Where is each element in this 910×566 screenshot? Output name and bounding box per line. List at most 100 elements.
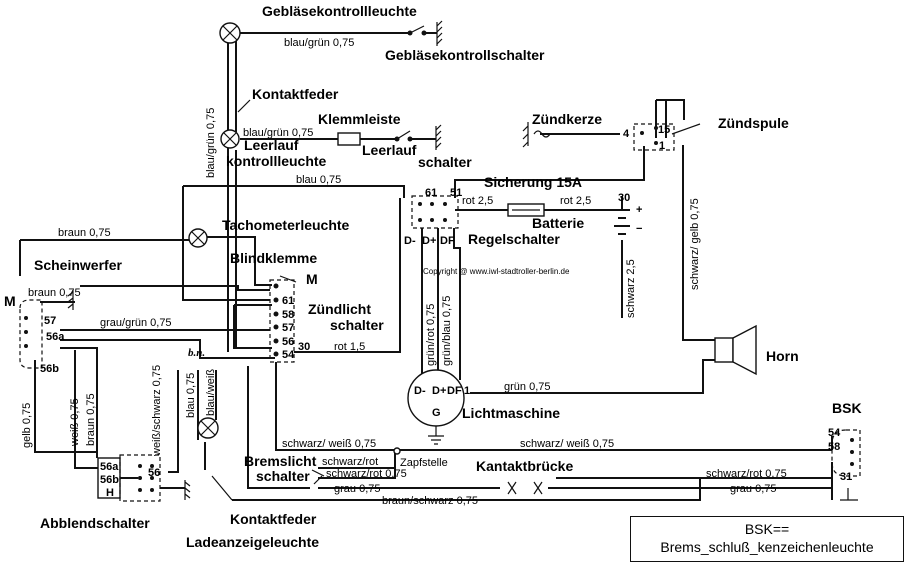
wire-weiss-schwarz: weiß/schwarz 0,75 [151, 365, 163, 457]
wire-gelb-075: gelb 0,75 [21, 403, 33, 448]
label-kontaktbruecke: Kantaktbrücke [476, 458, 573, 474]
leerlauf-lamp-icon [220, 129, 240, 149]
bsk-lamp-icon [831, 429, 861, 501]
wire-gruen-blau: grün/blau 0,75 [441, 296, 453, 366]
lm-pin-1: 1 [464, 385, 470, 397]
label-geblaesekontrollleuchte: Gebläsekontrollleuchte [262, 3, 417, 19]
label-kontaktfeder-top: Kontaktfeder [252, 86, 339, 102]
pin-m-scheinwerfer: M [4, 293, 16, 309]
tachometer-lamp-icon [188, 228, 208, 248]
lm-pin-df: DF [447, 385, 462, 397]
copyright-text: Copyright @ www.iwl-stadtroller-berlin.d… [423, 267, 570, 276]
label-scheinwerfer: Scheinwerfer [34, 257, 122, 273]
pin-bsk-31: 31 [840, 471, 852, 483]
wire-schwarz-gelb: schwarz/ gelb 0,75 [689, 198, 701, 290]
pin-61: 61 [425, 187, 437, 199]
label-zapfstelle: Zapfstelle [400, 457, 448, 469]
pin-bk-56: 56 [282, 336, 294, 348]
label-blindklemme: Blindklemme [230, 250, 317, 266]
battery-plus: + [636, 204, 642, 216]
wire-braun-schwarz: braun/schwarz 0,75 [382, 495, 478, 507]
bremslicht-switch-icon [311, 447, 401, 485]
pin-bsk-58: 58 [828, 441, 840, 453]
label-horn: Horn [766, 348, 799, 364]
wire-blau-weiss: blau/weiß [205, 369, 217, 416]
pin-bk-61: 61 [282, 295, 294, 307]
ladeanzeige-lamp-icon [197, 417, 233, 501]
zuendlichtschalter-icon [269, 275, 297, 363]
battery-icon [614, 209, 630, 235]
pin-df: DF [440, 235, 455, 247]
wire-schwarz-rot-3: schwarz/rot 0,75 [706, 468, 787, 480]
label-ladeanzeigeleuchte: Ladeanzeigeleuchte [186, 534, 319, 550]
label-zuendkerze: Zündkerze [532, 111, 602, 127]
label-lichtmaschine: Lichtmaschine [462, 405, 560, 421]
abblendschalter-icon [97, 454, 191, 502]
wire-blau-gruen-top: blau/grün 0,75 [284, 37, 354, 49]
label-batterie: Batterie [532, 215, 584, 231]
label-tachometerleuchte: Tachometerleuchte [222, 217, 350, 233]
label-zuendlichtschalter-2: schalter [330, 317, 384, 333]
wire-grau-gruen: grau/grün 0,75 [100, 317, 172, 329]
wire-schwarz-25: schwarz 2,5 [625, 259, 637, 318]
pin-d-plus: D+ [422, 235, 436, 247]
pin-bk-58: 58 [282, 309, 294, 321]
wires [19, 32, 833, 501]
wire-weiss-075: weiß 0,75 [69, 398, 81, 447]
pin-ab-56a: 56a [100, 461, 119, 473]
label-zuendlichtschalter-1: Zündlicht [308, 301, 371, 317]
label-bn: b.n. [188, 347, 205, 359]
label-sicherung: Sicherung 15A [484, 174, 582, 190]
wire-schwarz-weiss-1: schwarz/ weiß 0,75 [282, 438, 376, 450]
label-bremslichtschalter-2: schalter [256, 468, 310, 484]
label-geblaesekontrollschalter: Gebläsekontrollschalter [385, 47, 545, 63]
label-klemmleiste: Klemmleiste [318, 111, 401, 127]
footer-box: BSK== Brems_schluß_kenzeichenleuchte [630, 516, 904, 562]
lichtmaschine-icon [407, 369, 465, 445]
pin-bsk-54: 54 [828, 427, 841, 439]
pin-m-blindklemme: M [306, 271, 318, 287]
label-kontaktfeder-bottom: Kontaktfeder [230, 511, 317, 527]
wire-blau-075-v2: blau 0,75 [185, 373, 197, 418]
pin-d-minus: D- [404, 235, 416, 247]
label-bremslichtschalter-1: Bremslicht [244, 453, 317, 469]
battery-minus: − [636, 223, 642, 235]
klemmleiste-icon [337, 132, 361, 146]
label-zuendspule: Zündspule [718, 115, 789, 131]
footer-line-1: BSK== [744, 521, 790, 537]
wire-gruen-rot: grün/rot 0,75 [425, 304, 437, 366]
geblaese-switch-icon [407, 20, 443, 46]
pin-z4: 4 [623, 128, 630, 140]
pin-z1: 1 [659, 140, 665, 152]
kontaktfeder-arrow-top [237, 99, 251, 113]
pin-ab-h: H [106, 487, 114, 499]
wire-rot-15: rot 1,5 [334, 341, 365, 353]
wire-schwarz-rot-2: schwarz/rot 0,75 [326, 468, 407, 480]
zuendkerze-icon [522, 122, 551, 148]
pin-30: 30 [618, 192, 630, 204]
label-leerlauf-lamp-1: Leerlauf [244, 137, 299, 153]
wire-blau-gruen-leer: blau/grün 0,75 [243, 127, 313, 139]
zuendspule-icon [633, 123, 701, 151]
label-leerlauf-switch-1: Leerlauf [362, 142, 417, 158]
label-leerlauf-switch-2: schalter [418, 154, 472, 170]
pin-sw-56a: 56a [46, 331, 65, 343]
kontaktbruecke-icon [507, 481, 543, 495]
wire-schwarz-weiss-2: schwarz/ weiß 0,75 [520, 438, 614, 450]
pin-ab-56b: 56b [100, 474, 119, 486]
wire-blau-075-horiz: blau 0,75 [296, 174, 341, 186]
wire-gruen-075: grün 0,75 [504, 381, 550, 393]
leerlauf-switch-icon [394, 124, 442, 150]
geblaese-lamp-icon [219, 22, 241, 44]
scheinwerfer-icon [19, 290, 74, 369]
pin-bk-57: 57 [282, 322, 294, 334]
wire-blau-075-vert: blau/grün 0,75 [205, 108, 217, 178]
fuse-icon [507, 203, 545, 217]
wire-braun-075-sw: braun 0,75 [28, 287, 81, 299]
wire-schwarz-rot-1: schwarz/rot [322, 456, 378, 468]
regelschalter-icon [411, 195, 459, 229]
pin-sw-57: 57 [44, 315, 56, 327]
footer-line-2: Brems_schluß_kenzeichenleuchte [660, 539, 874, 555]
